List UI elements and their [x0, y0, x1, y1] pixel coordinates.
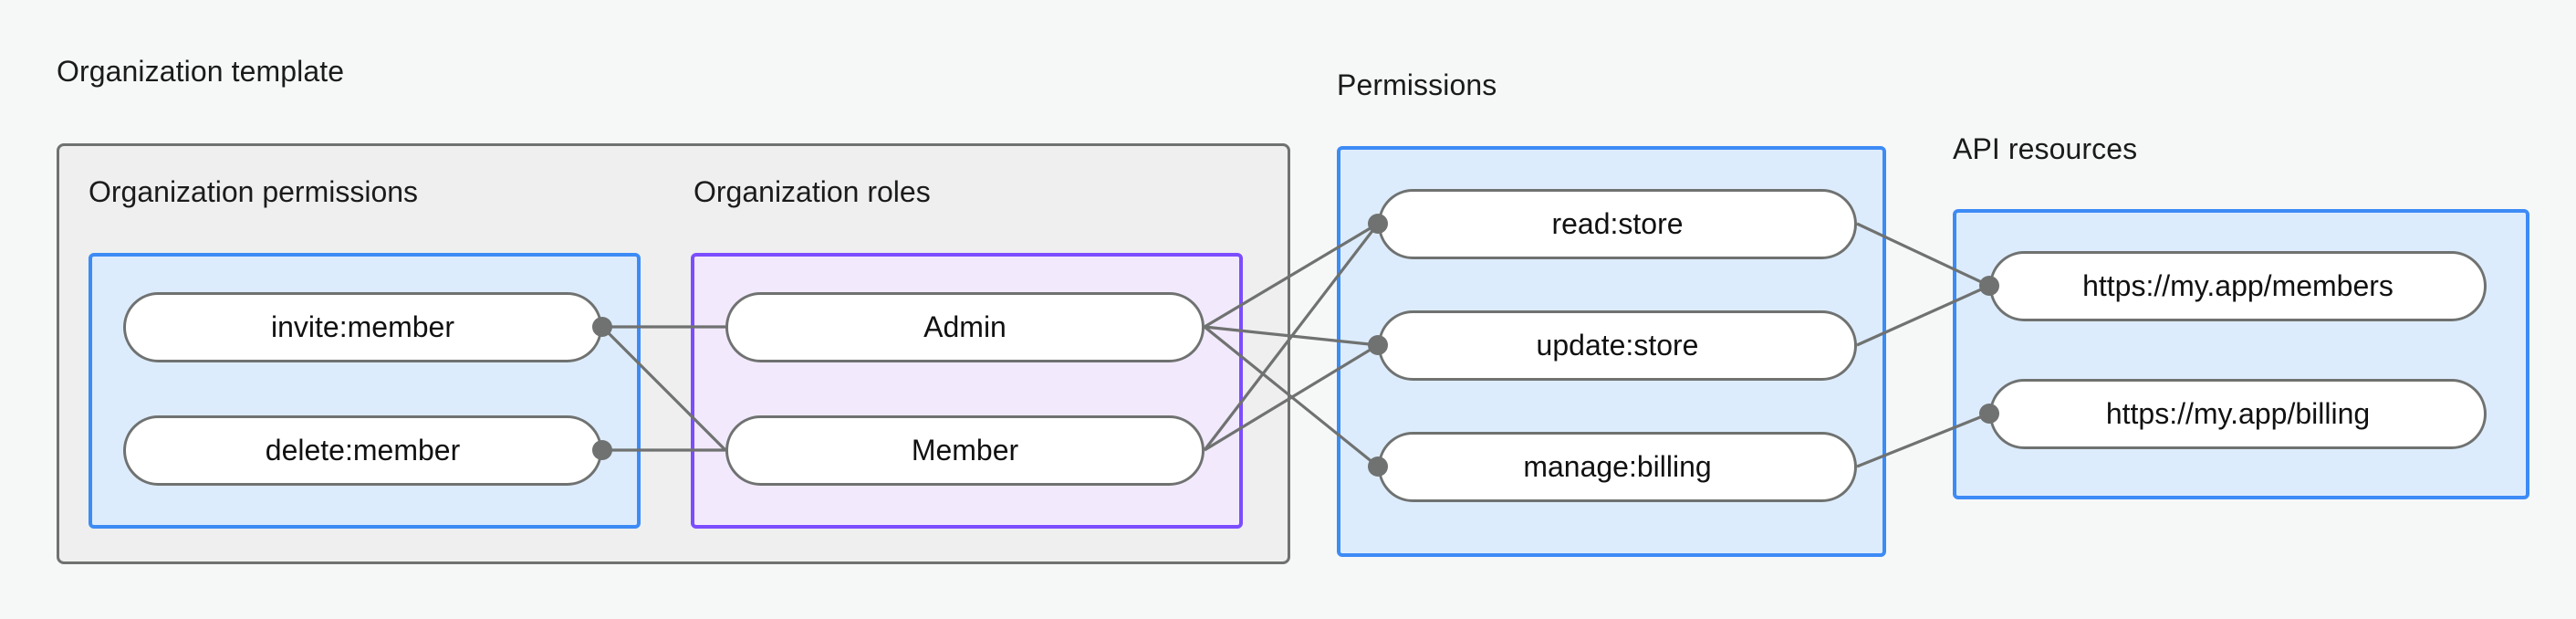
node-api-members[interactable]: https://my.app/members	[1989, 251, 2487, 321]
node-update-store[interactable]: update:store	[1378, 310, 1857, 381]
permissions-title: Permissions	[1337, 68, 1497, 101]
node-delete-member[interactable]: delete:member	[123, 415, 602, 486]
org-template-title: Organization template	[57, 55, 345, 88]
api-resources-title: API resources	[1953, 132, 2138, 165]
node-read-store[interactable]: read:store	[1378, 189, 1857, 259]
node-role-member[interactable]: Member	[725, 415, 1205, 486]
node-role-admin[interactable]: Admin	[725, 292, 1205, 362]
org-roles-subtitle: Organization roles	[694, 175, 931, 208]
node-api-billing[interactable]: https://my.app/billing	[1989, 379, 2487, 449]
org-permissions-subtitle: Organization permissions	[89, 175, 419, 208]
node-manage-billing[interactable]: manage:billing	[1378, 432, 1857, 502]
node-invite-member[interactable]: invite:member	[123, 292, 602, 362]
